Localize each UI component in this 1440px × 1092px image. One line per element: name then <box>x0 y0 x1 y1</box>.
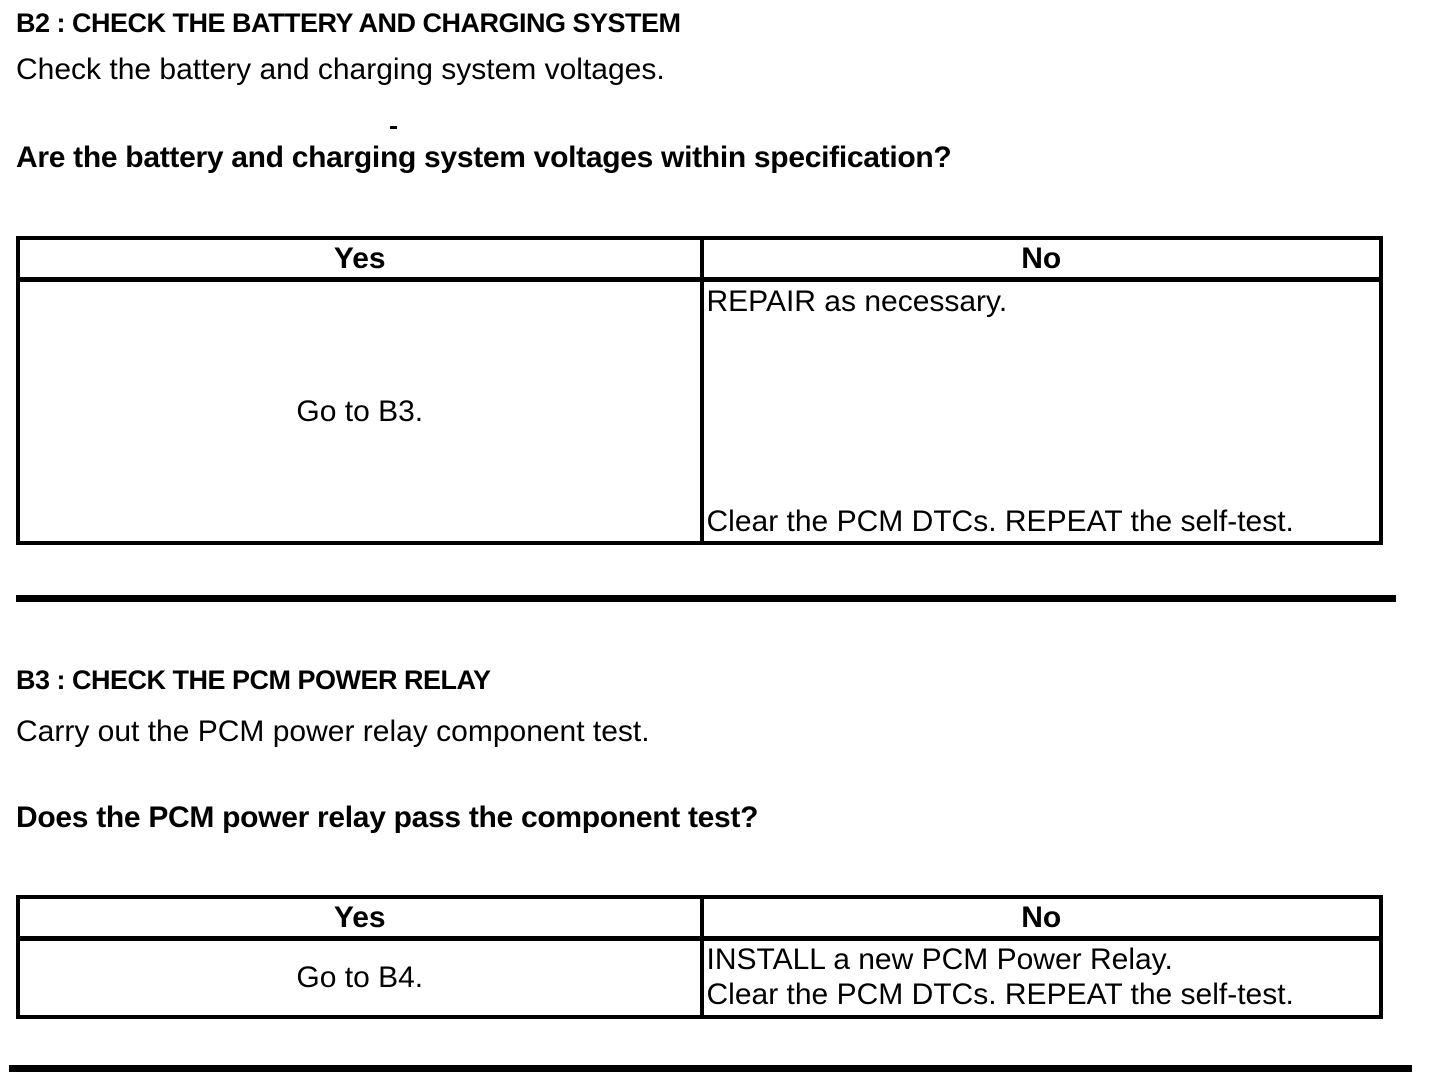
decision-table-b2-body-row: Go to B3. REPAIR as necessary. Clear the… <box>20 282 1379 541</box>
yes-column-header: Yes <box>333 241 386 275</box>
yes-action-text: Go to B3. <box>296 394 424 428</box>
step-b3-instruction: Carry out the PCM power relay component … <box>16 715 650 748</box>
step-b2-question: Are the battery and charging system volt… <box>16 141 952 174</box>
no-action-cell: INSTALL a new PCM Power Relay. Clear the… <box>699 941 1380 1015</box>
step-b3-question: Does the PCM power relay pass the compon… <box>16 801 759 834</box>
no-action-text-line2: Clear the PCM DTCs. REPEAT the self-test… <box>706 978 1294 1011</box>
decision-table-b3: Yes No Go to B4. INSTALL a new PCM Power… <box>16 895 1383 1019</box>
no-column-header: No <box>699 240 1380 277</box>
no-action-cell: REPAIR as necessary. Clear the PCM DTCs.… <box>699 282 1380 541</box>
scan-artifact-dot <box>390 126 397 129</box>
section-divider <box>16 595 1396 602</box>
yes-action-text: Go to B4. <box>296 961 424 994</box>
no-action-text-line1: INSTALL a new PCM Power Relay. <box>706 943 1173 976</box>
step-b3-heading: B3 : CHECK THE PCM POWER RELAY <box>16 665 491 695</box>
step-b2-instruction: Check the battery and charging system vo… <box>16 53 665 86</box>
no-column-header: No <box>699 899 1380 936</box>
section-divider <box>9 1065 1412 1072</box>
yes-action-cell: Go to B3. <box>20 282 700 541</box>
no-action-text-line1: REPAIR as necessary. <box>706 285 1008 318</box>
yes-column-header: Yes <box>333 900 386 934</box>
no-action-text-line2: Clear the PCM DTCs. REPEAT the self-test… <box>706 505 1294 538</box>
decision-table-b3-body-row: Go to B4. INSTALL a new PCM Power Relay.… <box>20 941 1379 1015</box>
yes-action-cell: Go to B4. <box>20 941 700 1015</box>
step-b2-heading: B2 : CHECK THE BATTERY AND CHARGING SYST… <box>16 8 681 38</box>
decision-table-b2-header-row: Yes No <box>20 240 1379 282</box>
decision-table-b2: Yes No Go to B3. REPAIR as necessary. Cl… <box>16 236 1383 545</box>
decision-table-b3-header-row: Yes No <box>20 899 1379 941</box>
